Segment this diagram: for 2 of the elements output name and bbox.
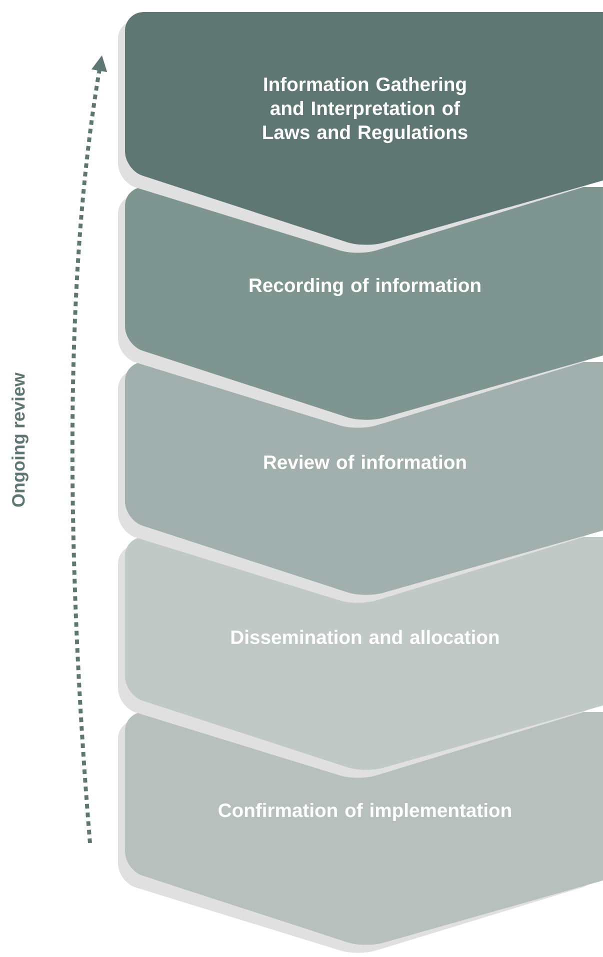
chevron-step: Information Gathering and Interpretation of Laws and Regulations bbox=[118, 12, 603, 253]
side-label: Ongoing review bbox=[12, 372, 28, 507]
